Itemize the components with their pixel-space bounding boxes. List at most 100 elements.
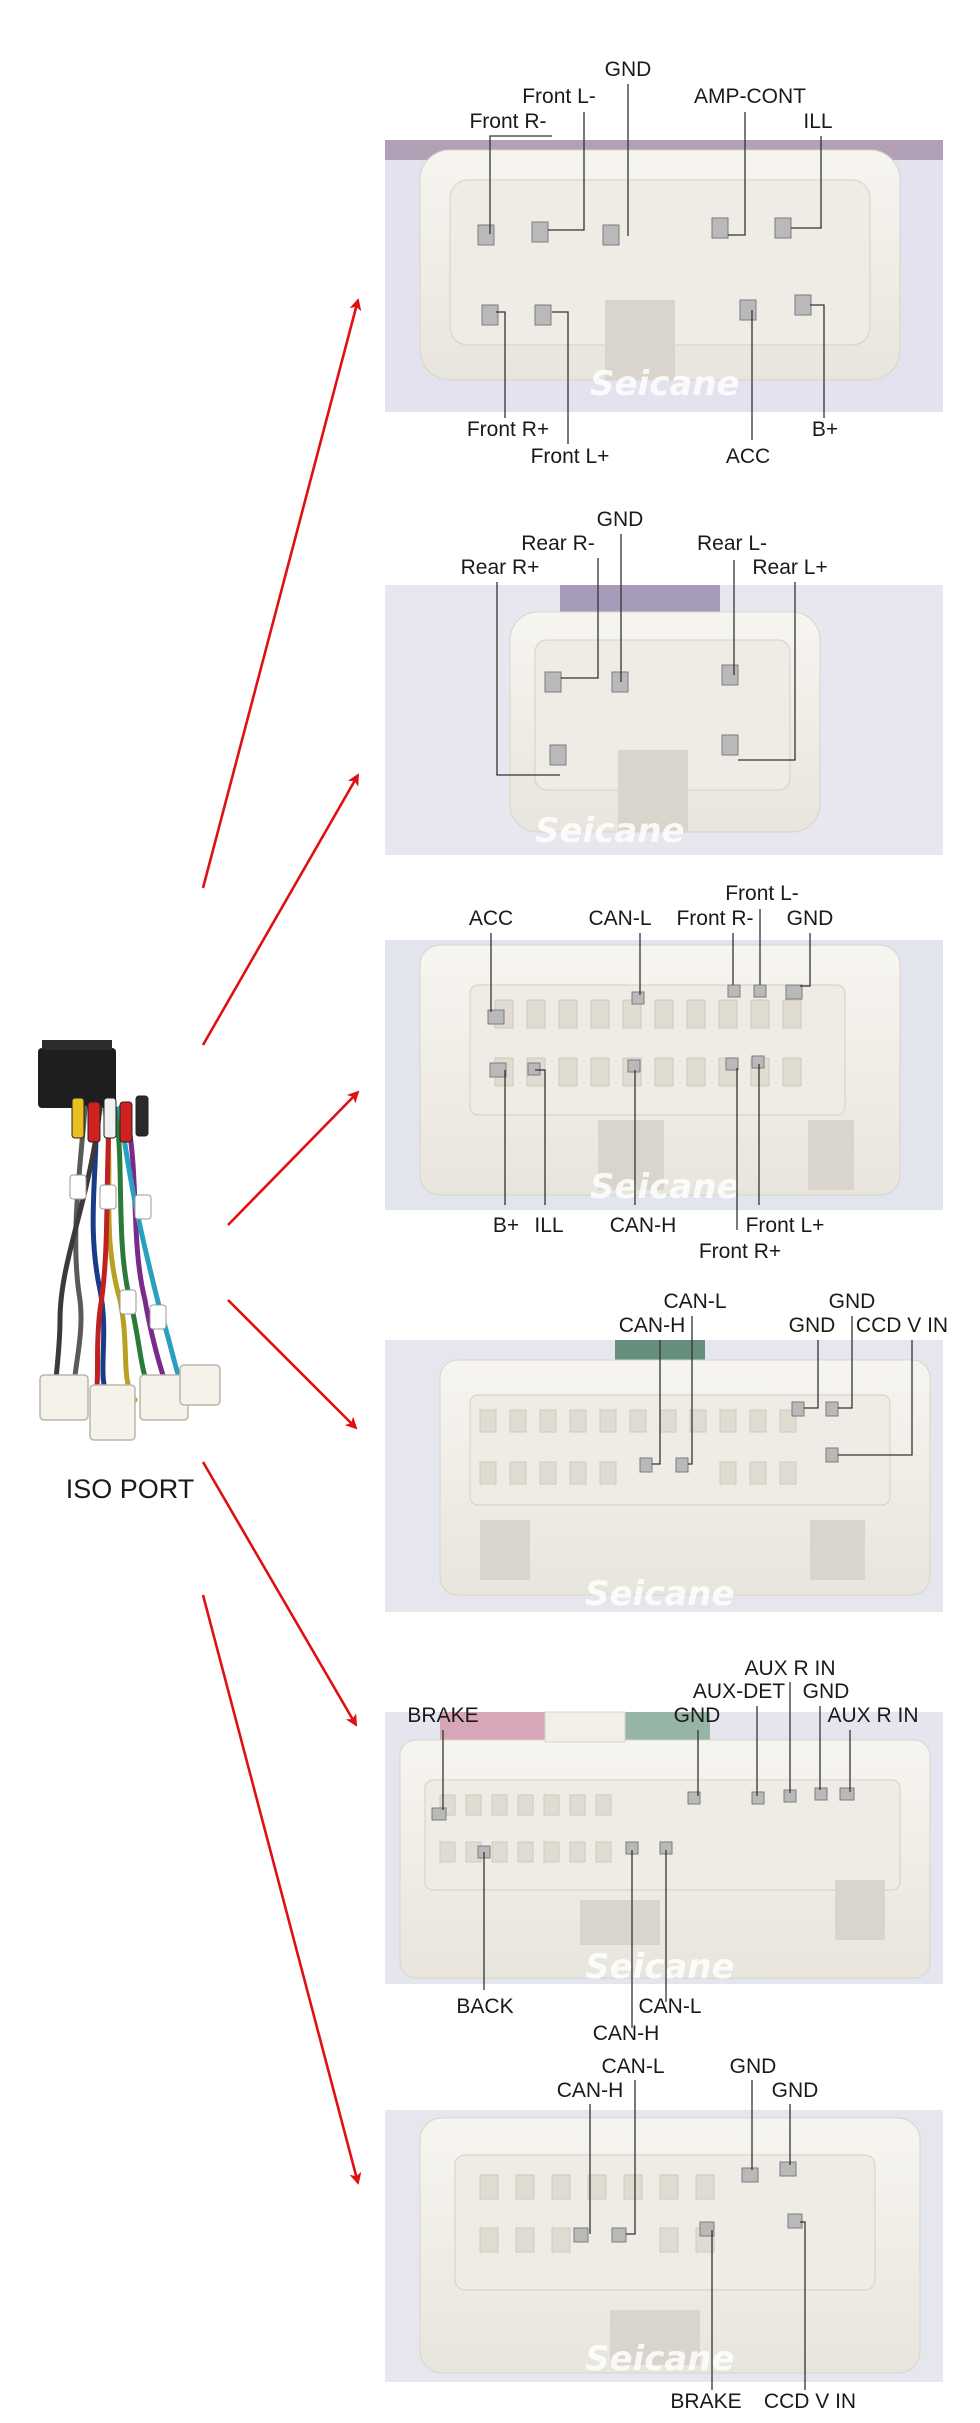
pin bbox=[741, 2167, 759, 2183]
pin bbox=[611, 2227, 627, 2243]
pin bbox=[753, 984, 767, 998]
connector-5-panel: Seicane AUX R IN AUX-DET GND BRAKE GND A… bbox=[385, 1657, 943, 2045]
arrow-to-connector-3 bbox=[227, 1090, 360, 1226]
pin-label: ILL bbox=[534, 1214, 563, 1237]
pin-label: CAN-L bbox=[601, 2055, 664, 2078]
pin bbox=[839, 1787, 855, 1801]
pin bbox=[721, 734, 739, 756]
pin-label: GND bbox=[674, 1704, 721, 1727]
pin bbox=[573, 2227, 589, 2243]
connector-3-panel: Seicane Front L- ACC CAN-L Front R- GND … bbox=[385, 882, 943, 1263]
pin-label: BRAKE bbox=[670, 2390, 741, 2413]
pin-label: CAN-H bbox=[593, 2022, 660, 2045]
pin-label: Rear R+ bbox=[461, 556, 540, 579]
pin-label: BRAKE bbox=[407, 1704, 478, 1727]
watermark: Seicane bbox=[585, 1947, 735, 1987]
pin bbox=[611, 671, 629, 693]
connector-1-panel: Seicane GND Front L- AMP-CONT Front R- I… bbox=[385, 58, 943, 468]
pin-label: Front L+ bbox=[531, 445, 610, 468]
pin-label: Front L- bbox=[522, 85, 596, 108]
pin-label: Front R+ bbox=[699, 1240, 781, 1263]
pin bbox=[721, 664, 739, 686]
pin bbox=[549, 744, 567, 766]
pin-label: CAN-H bbox=[619, 1314, 686, 1337]
pin bbox=[527, 1062, 541, 1076]
pin-label: CAN-L bbox=[663, 1290, 726, 1313]
pin bbox=[739, 299, 757, 321]
arrow-to-connector-1 bbox=[201, 298, 362, 889]
pin-label: Front R- bbox=[469, 110, 546, 133]
pin-label: Front L+ bbox=[746, 1214, 825, 1237]
pin bbox=[699, 2221, 715, 2237]
pin bbox=[431, 1807, 447, 1821]
pin bbox=[779, 2161, 797, 2177]
arrow-to-connector-2 bbox=[201, 773, 360, 1046]
pin bbox=[687, 1791, 701, 1805]
watermark: Seicane bbox=[585, 2339, 735, 2379]
pin-label: B+ bbox=[493, 1214, 519, 1237]
pin-label: Rear L- bbox=[697, 532, 767, 555]
pin-label: GND bbox=[789, 1314, 836, 1337]
pin bbox=[814, 1787, 828, 1801]
pin bbox=[725, 1057, 739, 1071]
pin bbox=[785, 984, 803, 1000]
connector-4-panel: Seicane CAN-L GND CAN-H GND CCD V IN bbox=[385, 1290, 948, 1614]
pin-label: CAN-H bbox=[557, 2079, 624, 2102]
pin-label: GND bbox=[730, 2055, 777, 2078]
arrow-to-connector-5 bbox=[201, 1461, 358, 1727]
pin-label: AMP-CONT bbox=[694, 85, 806, 108]
pin-label: CAN-L bbox=[638, 1995, 701, 2018]
pin-label: BACK bbox=[456, 1995, 513, 2018]
iso-harness-image bbox=[38, 1040, 221, 1441]
pin bbox=[774, 217, 792, 239]
pin-label: Front R+ bbox=[467, 418, 549, 441]
pin bbox=[631, 991, 645, 1005]
pin bbox=[544, 671, 562, 693]
pin-label: CCD V IN bbox=[764, 2390, 856, 2413]
pin-label: CCD V IN bbox=[856, 1314, 948, 1337]
pin bbox=[751, 1055, 765, 1069]
pin-label: B+ bbox=[812, 418, 838, 441]
arrows bbox=[201, 298, 362, 2185]
pin-label: CAN-H bbox=[610, 1214, 677, 1237]
pin bbox=[477, 224, 495, 246]
pin-label: GND bbox=[803, 1680, 850, 1703]
watermark: Seicane bbox=[585, 1574, 735, 1614]
pin-label: AUX-DET bbox=[693, 1680, 785, 1703]
connector-6-panel: Seicane CAN-L GND CAN-H GND BRAKE CCD V … bbox=[385, 2055, 943, 2413]
pin-label: GND bbox=[772, 2079, 819, 2102]
pin-label: Front L- bbox=[725, 882, 799, 905]
pin-label: Front R- bbox=[676, 907, 753, 930]
pin-label: GND bbox=[829, 1290, 876, 1313]
pin bbox=[487, 1009, 505, 1025]
pin-label: ILL bbox=[803, 110, 832, 133]
pin-label: Rear R- bbox=[521, 532, 595, 555]
pin-label: CAN-L bbox=[588, 907, 651, 930]
pin bbox=[787, 2213, 803, 2229]
pin bbox=[711, 217, 729, 239]
pin bbox=[602, 224, 620, 246]
arrow-to-connector-4 bbox=[227, 1299, 358, 1430]
pin bbox=[727, 984, 741, 998]
pin-label: GND bbox=[605, 58, 652, 81]
pin bbox=[825, 1401, 839, 1417]
pin bbox=[489, 1062, 507, 1078]
watermark: Seicane bbox=[590, 1167, 740, 1207]
pin bbox=[791, 1401, 805, 1417]
pin bbox=[639, 1457, 653, 1473]
pin-label: Rear L+ bbox=[752, 556, 827, 579]
watermark: Seicane bbox=[590, 364, 740, 404]
pin-label: AUX R IN bbox=[744, 1657, 835, 1680]
pin bbox=[794, 294, 812, 316]
pin-label: GND bbox=[597, 508, 644, 531]
pin bbox=[531, 221, 549, 243]
pin bbox=[481, 304, 499, 326]
pin-label: ACC bbox=[726, 445, 770, 468]
iso-port-label: ISO PORT bbox=[66, 1474, 195, 1504]
pin bbox=[675, 1457, 689, 1473]
pin-label: ACC bbox=[469, 907, 513, 930]
pin bbox=[825, 1447, 839, 1463]
watermark: Seicane bbox=[535, 811, 685, 851]
pin-label: GND bbox=[787, 907, 834, 930]
pin-label: AUX R IN bbox=[827, 1704, 918, 1727]
